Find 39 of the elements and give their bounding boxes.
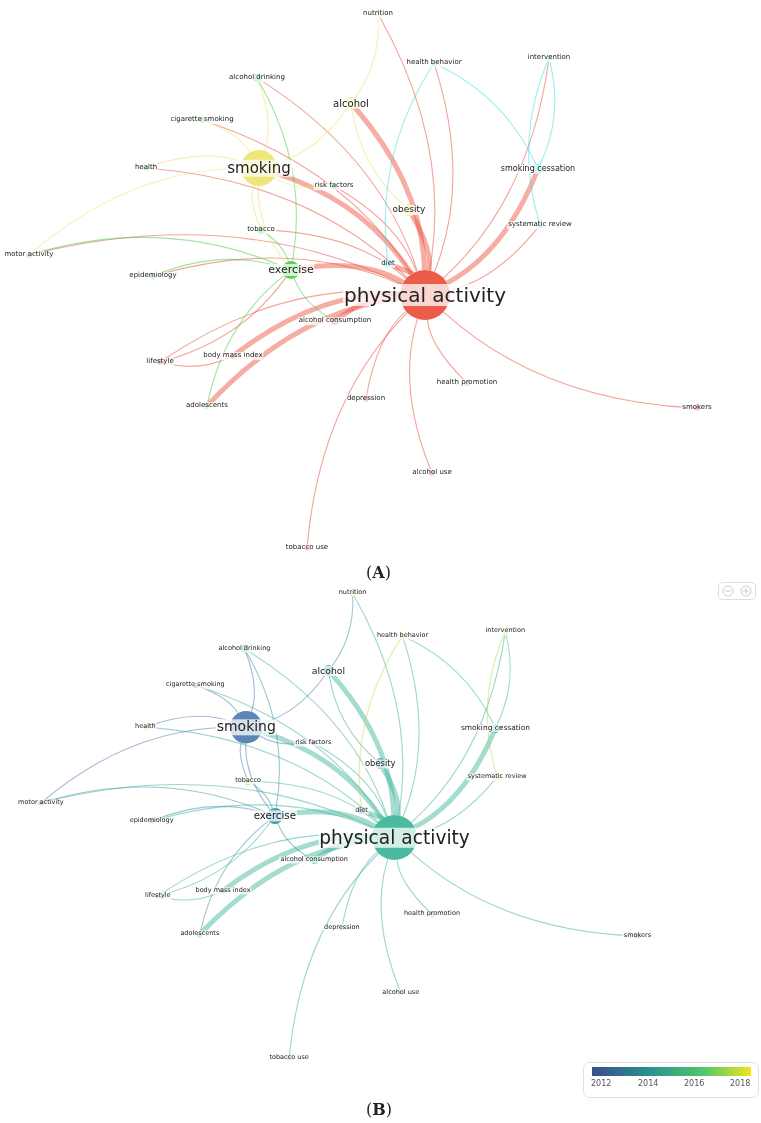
link-line xyxy=(331,595,354,667)
link-line xyxy=(354,16,379,99)
link-line xyxy=(365,310,407,397)
keyword-label: exercise xyxy=(252,810,297,822)
link-line xyxy=(402,637,420,818)
scale-tick-label: 2012 xyxy=(591,1079,612,1088)
link-line xyxy=(358,637,402,808)
keyword-label: obesity xyxy=(364,759,397,769)
link-line xyxy=(442,60,550,279)
keyword-label: smoking xyxy=(226,159,292,177)
link-line xyxy=(306,312,408,546)
link-line xyxy=(539,60,556,166)
link-line xyxy=(409,318,432,471)
keyword-label: physical activity xyxy=(342,284,508,306)
link-line xyxy=(351,108,406,207)
scale-tick-label: 2018 xyxy=(730,1079,751,1088)
keyword-label: alcohol xyxy=(310,665,347,676)
link-line xyxy=(239,742,248,779)
keyword-label: smoking cessation xyxy=(499,164,577,174)
keyword-label: physical activity xyxy=(318,827,471,848)
scale-tick-label: 2016 xyxy=(684,1079,705,1088)
link-line xyxy=(328,675,377,761)
link-line xyxy=(378,16,436,271)
link-line xyxy=(353,595,404,817)
link-line xyxy=(288,852,380,1056)
panel-label: (B) xyxy=(366,1100,393,1119)
keyword-label: alcohol xyxy=(332,97,370,109)
link-line xyxy=(257,81,269,152)
scale-tick-label: 2014 xyxy=(638,1079,659,1088)
keyword-label: smoking xyxy=(215,719,277,735)
link-line xyxy=(410,633,506,824)
keyword-label: obesity xyxy=(391,205,427,215)
link-line xyxy=(380,858,401,991)
link-line xyxy=(341,851,378,927)
link-line xyxy=(433,65,454,273)
keyword-label: exercise xyxy=(267,263,315,277)
panel-label: (A) xyxy=(366,563,391,582)
link-line xyxy=(245,651,255,713)
link-line xyxy=(496,633,511,725)
